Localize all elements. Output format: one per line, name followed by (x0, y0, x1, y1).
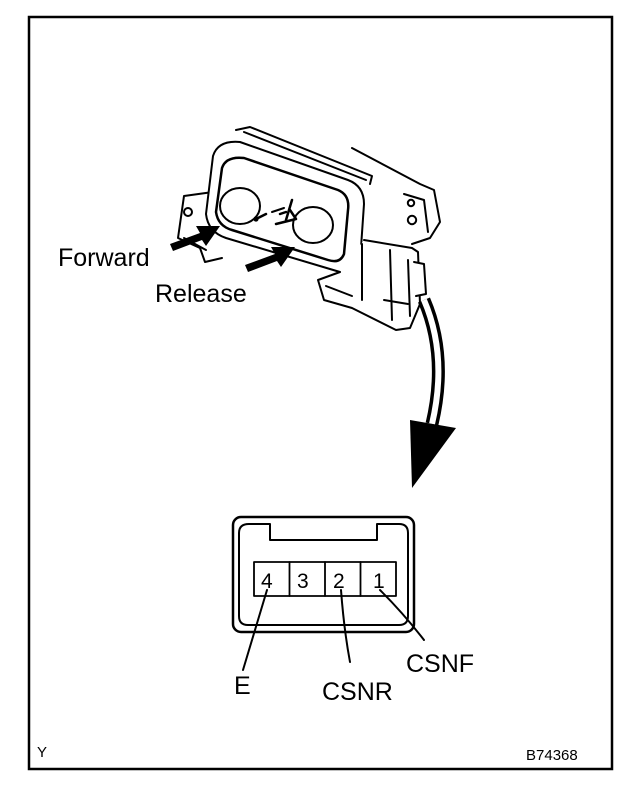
forward-arrow-icon (170, 226, 220, 251)
release-label: Release (155, 280, 247, 308)
pin-2-number: 2 (333, 570, 345, 593)
leader-pin-1 (379, 589, 425, 641)
switch-assembly (177, 126, 441, 331)
pin-4-number: 4 (261, 570, 273, 593)
forward-label: Forward (58, 244, 150, 272)
pin-1-number: 1 (373, 570, 385, 593)
leader-pin-4 (242, 589, 268, 671)
corner-code: Y (37, 744, 47, 761)
connector-face (231, 515, 416, 634)
figure-id: B74368 (526, 747, 578, 764)
pin-csnr-label: CSNR (322, 678, 393, 706)
pin-csnf-label: CSNF (406, 650, 474, 678)
press-arrows (170, 226, 295, 272)
pin-3-number: 3 (297, 570, 309, 593)
release-arrow-icon (245, 247, 295, 272)
curved-arrow-icon (410, 297, 456, 488)
leader-lines (242, 589, 425, 671)
figure-frame (27, 15, 614, 771)
pin-e-label: E (234, 672, 251, 700)
leader-pin-2 (340, 589, 351, 663)
